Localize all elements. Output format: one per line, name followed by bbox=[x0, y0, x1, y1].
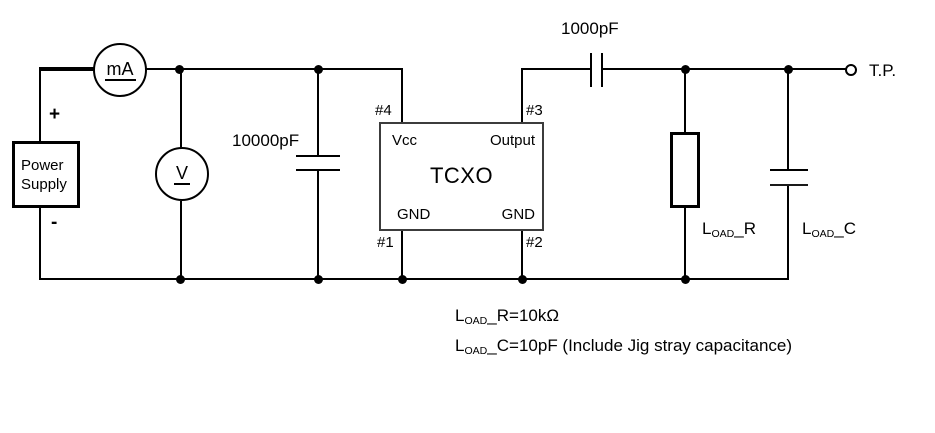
tcxo-title: TCXO bbox=[429, 163, 494, 188]
power-supply-label-line1: Power bbox=[21, 156, 64, 174]
decoupling-cap-label: 10000pF bbox=[232, 131, 300, 150]
series-cap-label: 1000pF bbox=[561, 19, 619, 38]
tcxo-pin1-label: #1 bbox=[377, 234, 394, 251]
wire-pin1 bbox=[401, 230, 403, 279]
wire-decoupling-cap-bottom bbox=[317, 170, 319, 279]
load-cap-label-sub: OAD bbox=[811, 227, 835, 240]
series-cap-plate-left bbox=[590, 53, 592, 87]
voltmeter-label: V bbox=[173, 162, 190, 185]
load-cap-label-main: L bbox=[802, 219, 812, 238]
wire-load-resistor-top bbox=[684, 69, 686, 132]
tcxo-pin4-label: #4 bbox=[375, 102, 392, 119]
load-resistor-label-rest: _R bbox=[734, 219, 757, 238]
wire-top-rail bbox=[144, 68, 403, 70]
tcxo-pin3-label: #3 bbox=[526, 102, 543, 119]
wire-load-cap-bottom bbox=[787, 185, 789, 279]
ammeter-label: mA bbox=[104, 58, 136, 81]
wire-pin3 bbox=[521, 69, 523, 122]
tcxo-gnd-left-label: GND bbox=[397, 206, 431, 223]
note-load-r-main: L bbox=[455, 306, 465, 325]
note-load-r-sub: OAD bbox=[464, 314, 488, 327]
wire-ground-rail bbox=[39, 278, 789, 280]
wire-thick-feed bbox=[39, 67, 95, 71]
junction-dot bbox=[681, 275, 690, 284]
note-load-c: LOAD_C=10pF (Include Jig stray capacitan… bbox=[455, 336, 792, 357]
junction-dot bbox=[175, 65, 184, 74]
load-cap-label-rest: _C bbox=[834, 219, 857, 238]
test-point-terminal bbox=[845, 64, 857, 76]
ammeter: mA bbox=[93, 43, 147, 97]
note-load-r: LOAD_R=10kΩ bbox=[455, 306, 559, 327]
junction-dot bbox=[176, 275, 185, 284]
load-resistor-label: LOAD_R bbox=[702, 219, 756, 241]
tcxo-pin2-label: #2 bbox=[526, 234, 543, 251]
wire-ps-bottom bbox=[39, 206, 41, 279]
wire-load-cap-top bbox=[787, 69, 789, 170]
minus-terminal-label: - bbox=[51, 212, 58, 233]
wire-pin2 bbox=[521, 230, 523, 279]
load-resistor-box bbox=[670, 132, 700, 208]
junction-dot bbox=[314, 275, 323, 284]
load-cap-plate-bottom bbox=[770, 184, 808, 186]
decoupling-cap-plate-top bbox=[296, 155, 340, 157]
load-resistor-label-main: L bbox=[702, 219, 712, 238]
note-load-c-rest: _C=10pF (Include Jig stray capacitance) bbox=[487, 336, 793, 355]
wire-ps-top bbox=[39, 69, 41, 142]
junction-dot bbox=[784, 65, 793, 74]
wire-voltmeter-bottom bbox=[180, 201, 182, 279]
load-cap-plate-top bbox=[770, 169, 808, 171]
wire-pin4 bbox=[401, 69, 403, 122]
power-supply-label-line2: Supply bbox=[21, 175, 67, 193]
note-load-c-sub: OAD bbox=[464, 344, 488, 357]
note-load-c-main: L bbox=[455, 336, 465, 355]
tcxo-box: Vcc Output TCXO GND GND bbox=[379, 122, 544, 231]
voltmeter: V bbox=[155, 147, 209, 201]
junction-dot bbox=[314, 65, 323, 74]
plus-terminal-label: + bbox=[49, 104, 61, 125]
series-cap-plate-right bbox=[601, 53, 603, 87]
wire-voltmeter-top bbox=[180, 69, 182, 149]
junction-dot bbox=[681, 65, 690, 74]
wire-output-rail-right bbox=[603, 68, 846, 70]
wire-load-resistor-bottom bbox=[684, 207, 686, 279]
load-resistor-label-sub: OAD bbox=[711, 227, 735, 240]
load-cap-label: LOAD_C bbox=[802, 219, 856, 241]
wire-decoupling-cap-top bbox=[317, 69, 319, 156]
junction-dot bbox=[518, 275, 527, 284]
power-supply-box: Power Supply bbox=[12, 141, 80, 208]
decoupling-cap-plate-bottom bbox=[296, 169, 340, 171]
tcxo-output-label: Output bbox=[489, 132, 535, 149]
test-point-label: T.P. bbox=[869, 61, 897, 80]
tcxo-vcc-label: Vcc bbox=[392, 132, 418, 149]
junction-dot bbox=[398, 275, 407, 284]
tcxo-gnd-right-label: GND bbox=[501, 206, 535, 223]
note-load-r-rest: _R=10kΩ bbox=[487, 306, 560, 325]
wire-output-rail-left bbox=[521, 68, 591, 70]
